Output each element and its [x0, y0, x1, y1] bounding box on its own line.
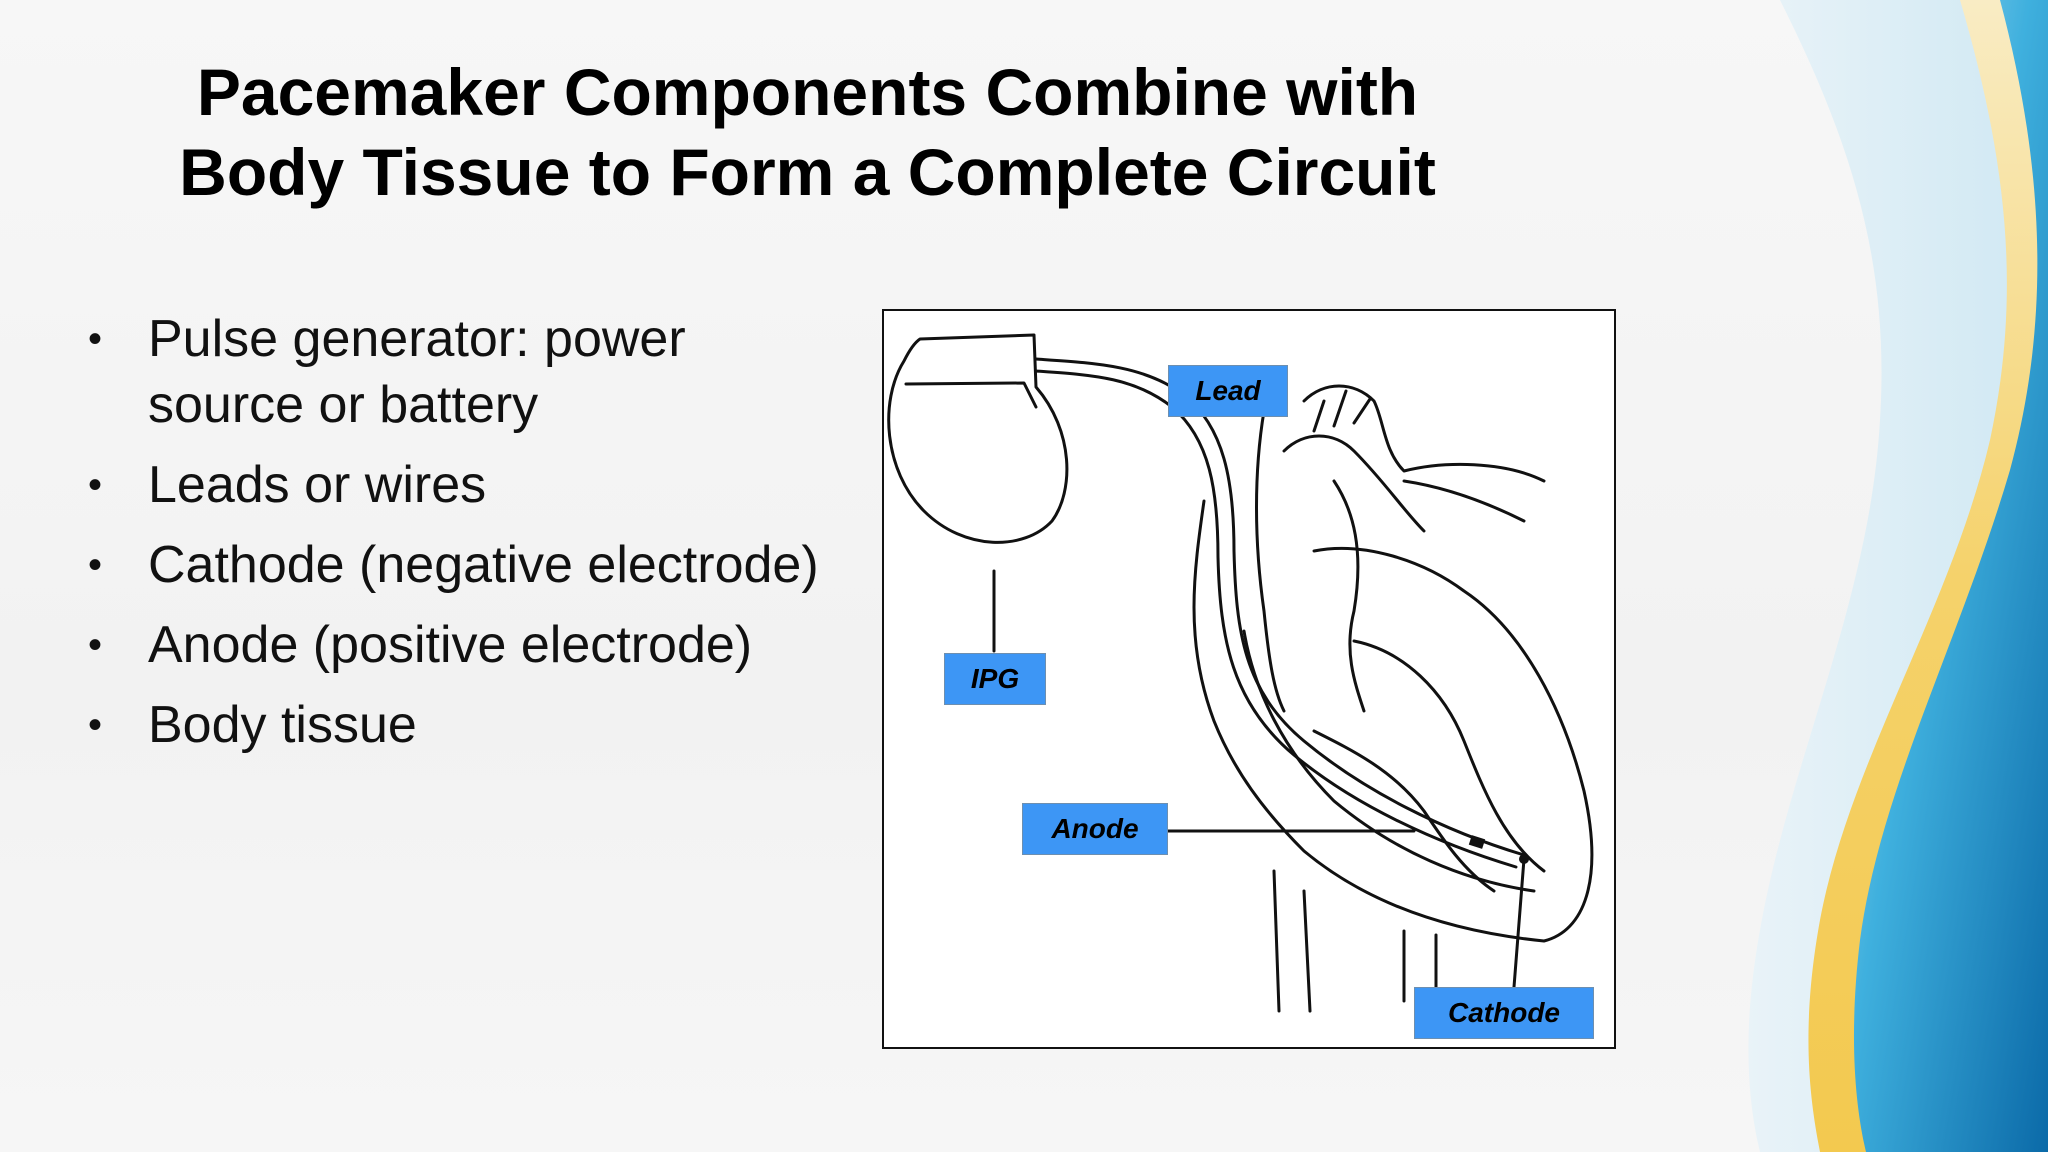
bullet-dot: • [88, 623, 103, 667]
title-line-1: Pacemaker Components Combine with [196, 55, 1419, 129]
bullet-dot: • [88, 463, 103, 507]
bullet-item: • Anode (positive electrode) [86, 612, 826, 678]
bullet-dot: • [88, 543, 103, 587]
bullet-text: Body tissue [148, 696, 417, 754]
inferior-vessel-left [1272, 869, 1312, 1013]
ipg-can [887, 333, 1069, 544]
pacemaker-diagram: Lead IPG Anode Cathode [882, 309, 1616, 1049]
anode-ring [1468, 835, 1486, 849]
ipg-header-line [904, 381, 1038, 409]
bullet-item: • Body tissue [86, 692, 826, 758]
heart-outline [1192, 499, 1594, 943]
superior-vena-cava [1255, 409, 1286, 713]
vessel-branch-1 [1312, 389, 1372, 433]
bullet-text: Cathode (negative electrode) [148, 536, 819, 594]
ventricle-inner [1312, 729, 1496, 893]
ipg-label: IPG [944, 653, 1046, 705]
bullet-item: • Cathode (negative electrode) [86, 532, 826, 598]
bullet-item: • Leads or wires [86, 452, 826, 518]
bullet-text: Anode (positive electrode) [148, 616, 753, 674]
bullet-dot: • [88, 703, 103, 747]
lead-wire-inner [1034, 369, 1518, 869]
title-line-2: Body Tissue to Form a Complete Circuit [179, 135, 1436, 209]
vessel-branch-2 [1402, 479, 1526, 523]
cathode-callout-line [1512, 857, 1526, 989]
ventricle-septum [1352, 639, 1546, 873]
cathode-tip [1519, 854, 1529, 864]
lead-wire [1034, 357, 1526, 857]
bullet-item: • Pulse generator: power source or batter… [86, 306, 826, 438]
pacemaker-illustration [887, 333, 1594, 1013]
pulmonary-artery [1332, 479, 1366, 713]
aorta-arch [1282, 434, 1426, 533]
heart-inner-wall [1242, 629, 1536, 893]
cathode-label: Cathode [1414, 987, 1594, 1039]
anode-label: Anode [1022, 803, 1168, 855]
bullet-text: Pulse generator: power source or battery [148, 310, 686, 434]
aorta [1302, 384, 1546, 483]
bullet-dot: • [88, 317, 103, 361]
slide-title: Pacemaker Components Combine with Body T… [0, 52, 1615, 212]
lead-label: Lead [1168, 365, 1288, 417]
bullet-list: • Pulse generator: power source or batter… [86, 306, 826, 772]
bullet-text: Leads or wires [148, 456, 487, 514]
wave-blue-band [1853, 0, 2048, 1152]
